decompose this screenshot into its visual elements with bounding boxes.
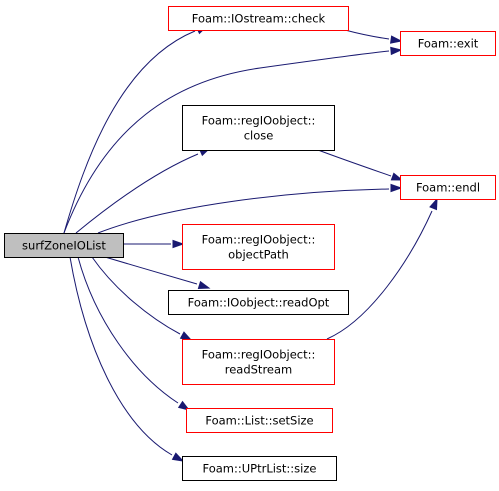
node-endl[interactable]: Foam::endl bbox=[400, 175, 496, 200]
edge-root-exit bbox=[63, 46, 403, 234]
node-label: Foam::regIOobject:: bbox=[202, 348, 316, 362]
node-label: Foam::regIOobject:: bbox=[202, 114, 316, 128]
node-label: Foam::regIOobject:: bbox=[202, 233, 316, 247]
edge-close-endl bbox=[317, 149, 404, 181]
node-close[interactable]: Foam::regIOobject::close bbox=[182, 105, 335, 151]
edge-line bbox=[77, 256, 179, 404]
node-box bbox=[168, 6, 349, 31]
edge-root-setSize bbox=[77, 256, 191, 411]
node-objectPath[interactable]: Foam::regIOobject::objectPath bbox=[182, 224, 335, 270]
node-box bbox=[182, 224, 335, 270]
node-box bbox=[186, 408, 333, 433]
node-box bbox=[182, 339, 335, 385]
arrowhead-icon bbox=[177, 400, 191, 411]
node-box bbox=[168, 290, 349, 315]
edge-line bbox=[63, 30, 196, 234]
node-label: objectPath bbox=[228, 248, 289, 262]
node-size[interactable]: Foam::UPtrList::size bbox=[182, 456, 337, 481]
edges-layer bbox=[63, 25, 438, 462]
node-check[interactable]: Foam::IOstream::check bbox=[168, 6, 349, 31]
arrowhead-icon bbox=[390, 172, 404, 181]
edge-readStream-endl bbox=[326, 197, 438, 340]
node-label: Foam::IOstream::check bbox=[192, 12, 326, 26]
edge-line bbox=[69, 256, 173, 456]
edge-line bbox=[104, 256, 198, 285]
edge-root-close bbox=[75, 147, 212, 234]
arrowhead-icon bbox=[172, 239, 185, 249]
arrowhead-icon bbox=[390, 35, 403, 44]
node-readStream[interactable]: Foam::regIOobject::readStream bbox=[182, 339, 335, 385]
node-label: Foam::exit bbox=[418, 37, 479, 51]
nodes-layer: surfZoneIOList Foam::IOstream::checkFoam:… bbox=[4, 6, 496, 481]
node-exit[interactable]: Foam::exit bbox=[400, 31, 496, 56]
edge-line bbox=[91, 256, 181, 335]
node-label: surfZoneIOList bbox=[22, 239, 106, 253]
edge-root-readStream bbox=[91, 256, 193, 341]
edge-root-size bbox=[69, 256, 185, 462]
edge-line bbox=[75, 153, 199, 234]
node-box bbox=[400, 31, 496, 56]
edge-root-readOpt bbox=[104, 256, 211, 289]
edge-line bbox=[63, 50, 390, 234]
edge-line bbox=[344, 29, 390, 40]
node-readOpt[interactable]: Foam::IOobject::readOpt bbox=[168, 290, 349, 315]
edge-root-objectPath bbox=[123, 239, 185, 249]
node-box bbox=[182, 105, 335, 151]
node-box bbox=[4, 233, 124, 258]
edge-line bbox=[326, 210, 433, 340]
edge-line bbox=[317, 149, 392, 177]
arrowhead-icon bbox=[171, 452, 185, 462]
node-label: close bbox=[244, 129, 274, 143]
arrowhead-icon bbox=[390, 46, 403, 56]
node-label: Foam::UPtrList::size bbox=[203, 462, 317, 476]
node-setSize[interactable]: Foam::List::setSize bbox=[186, 408, 333, 433]
arrowhead-icon bbox=[429, 197, 438, 211]
node-root: surfZoneIOList bbox=[4, 233, 124, 258]
edge-root-endl bbox=[97, 183, 403, 234]
arrowhead-icon bbox=[390, 183, 403, 193]
node-label: Foam::List::setSize bbox=[205, 414, 313, 428]
edge-check-exit bbox=[344, 29, 403, 44]
node-box bbox=[400, 175, 496, 200]
node-label: Foam::endl bbox=[416, 181, 480, 195]
node-box bbox=[182, 456, 337, 481]
arrowhead-icon bbox=[197, 280, 211, 289]
node-label: readStream bbox=[225, 363, 293, 377]
edge-line bbox=[97, 188, 390, 234]
node-label: Foam::IOobject::readOpt bbox=[188, 296, 330, 310]
